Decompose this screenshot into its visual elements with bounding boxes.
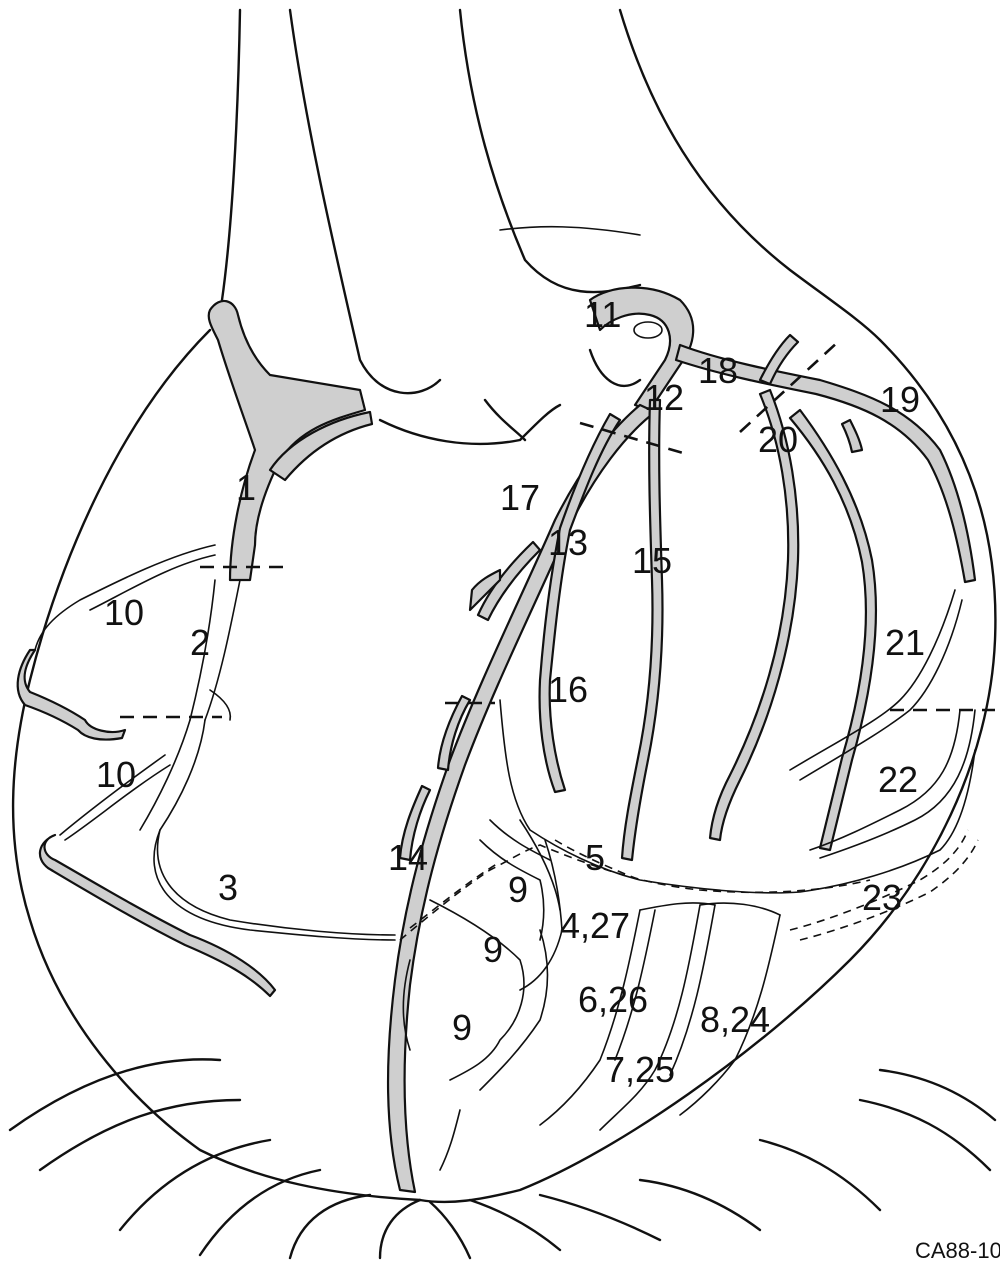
label-10-lower: 10 (96, 754, 136, 795)
label-16: 16 (548, 669, 588, 710)
label-3: 3 (218, 867, 238, 908)
label-7-25: 7,25 (605, 1049, 675, 1090)
label-6-26: 6,26 (578, 979, 648, 1020)
label-10-upper: 10 (104, 592, 144, 633)
label-5: 5 (585, 837, 605, 878)
label-20: 20 (758, 419, 798, 460)
label-9-b: 9 (483, 929, 503, 970)
label-15: 15 (632, 540, 672, 581)
label-14: 14 (388, 837, 428, 878)
label-13: 13 (548, 522, 588, 563)
label-1: 1 (236, 467, 256, 508)
label-18: 18 (698, 350, 738, 391)
pericardial-fringe (10, 1059, 995, 1258)
label-17: 17 (500, 477, 540, 518)
label-23: 23 (862, 877, 902, 918)
label-4-27: 4,27 (560, 905, 630, 946)
label-9-c: 9 (452, 1007, 472, 1048)
label-21: 21 (885, 622, 925, 663)
figure-code: CA88-10 (915, 1238, 1000, 1261)
left-coronary-system (388, 288, 975, 1192)
label-8-24: 8,24 (700, 999, 770, 1040)
label-2: 2 (190, 622, 210, 663)
label-12: 12 (644, 377, 684, 418)
label-11: 11 (584, 294, 621, 335)
label-22: 22 (878, 759, 918, 800)
label-19: 19 (880, 379, 920, 420)
label-9-a: 9 (508, 869, 528, 910)
